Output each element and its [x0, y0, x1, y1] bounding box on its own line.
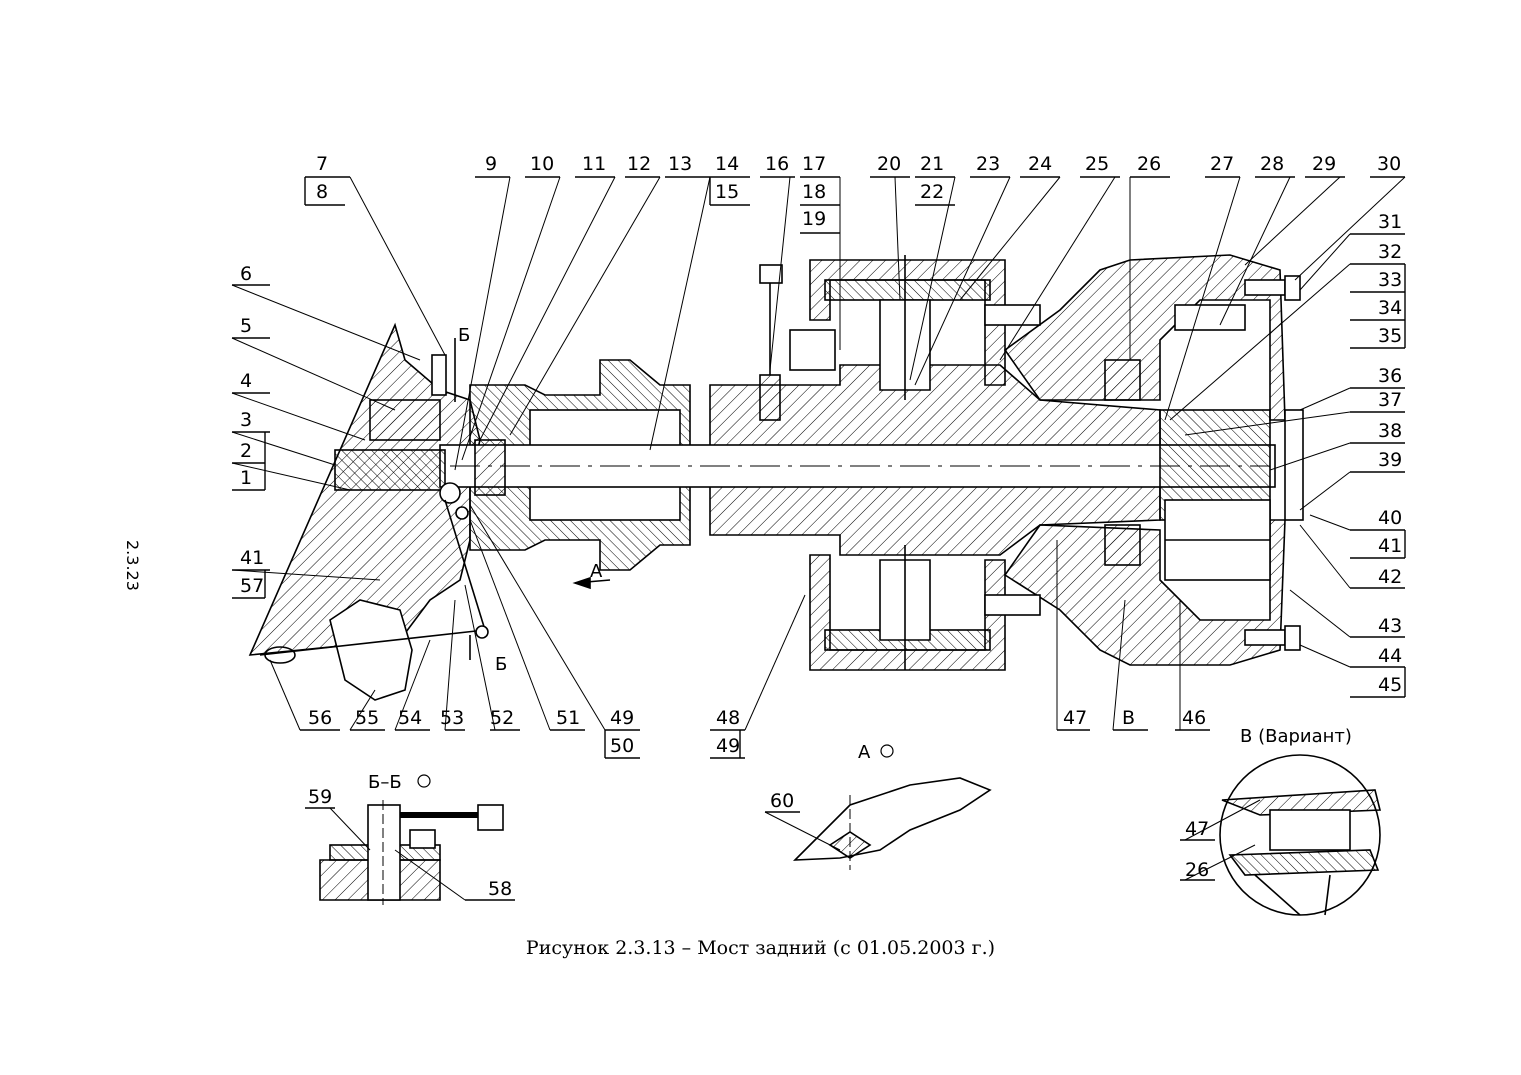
callout: 8 — [316, 181, 328, 203]
callout: 58 — [488, 878, 512, 900]
callout: 50 — [610, 735, 634, 757]
callout: 40 — [1378, 507, 1402, 529]
callout: 16 — [765, 153, 789, 175]
leader-lines — [231, 176, 1406, 901]
callout: 47 — [1063, 707, 1087, 729]
callout: 51 — [556, 707, 580, 729]
callout: 52 — [490, 707, 514, 729]
callout: 13 — [668, 153, 692, 175]
callout: 23 — [976, 153, 1000, 175]
callout: 57 — [240, 575, 264, 597]
callout: 34 — [1378, 297, 1402, 319]
figure-caption: Рисунок 2.3.13 – Мост задний (с 01.05.20… — [525, 937, 996, 959]
callout: 59 — [308, 786, 332, 808]
callout: 12 — [627, 153, 651, 175]
callout: 38 — [1378, 420, 1402, 442]
callout: 10 — [530, 153, 554, 175]
page-number: 2.3.23 — [123, 540, 142, 591]
cut-line-label-top: Б — [458, 325, 470, 346]
section-labels: Б–Б А В (Вариант) Б Б А — [368, 325, 1352, 793]
cut-line-label-bottom: Б — [495, 654, 507, 675]
brake-chamber — [329, 599, 413, 701]
callout: 15 — [715, 181, 739, 203]
rotation-icon — [880, 744, 894, 758]
detail-view-a — [792, 777, 992, 870]
callout: 11 — [582, 153, 606, 175]
callout: 54 — [398, 707, 422, 729]
callout: 3 — [240, 409, 252, 431]
callout: 18 — [802, 181, 826, 203]
callout: 49 — [716, 735, 740, 757]
callout: 5 — [240, 315, 252, 337]
callout: 14 — [715, 153, 739, 175]
callout: 55 — [355, 707, 379, 729]
view-a-label: А — [858, 742, 871, 763]
callout: 7 — [316, 153, 328, 175]
callout: 35 — [1378, 325, 1402, 347]
final-drive-housing — [1003, 254, 1286, 421]
callout-underlines — [232, 176, 1406, 901]
planetary-housing-bottom — [809, 554, 1006, 671]
callout: 30 — [1377, 153, 1401, 175]
callout: 28 — [1260, 153, 1284, 175]
callout: 19 — [802, 208, 826, 230]
callout: 43 — [1378, 615, 1402, 637]
section-bb-label: Б–Б — [368, 772, 402, 793]
callout: 21 — [920, 153, 944, 175]
callout: 48 — [716, 707, 740, 729]
callout: 26 — [1137, 153, 1161, 175]
callout: 9 — [485, 153, 497, 175]
callout-labels: 7 8 9 10 11 12 13 14 15 16 17 18 19 20 2… — [240, 153, 1402, 900]
callout: 56 — [308, 707, 332, 729]
callout: 53 — [440, 707, 464, 729]
callout: 4 — [240, 370, 252, 392]
callout: 1 — [240, 467, 252, 489]
detail-view-b — [1219, 754, 1382, 916]
callout: 49 — [610, 707, 634, 729]
callout: 29 — [1312, 153, 1336, 175]
callout: 17 — [802, 153, 826, 175]
callout: В — [1122, 707, 1135, 729]
callout: 46 — [1182, 707, 1206, 729]
callout: 45 — [1378, 674, 1402, 696]
callout: 47 — [1185, 818, 1209, 840]
callout: 25 — [1085, 153, 1109, 175]
callout: 27 — [1210, 153, 1234, 175]
callout: 22 — [920, 181, 944, 203]
callout: 20 — [877, 153, 901, 175]
callout: 39 — [1378, 449, 1402, 471]
callout: 2 — [240, 440, 252, 462]
view-b-label: В (Вариант) — [1240, 726, 1352, 747]
detail-section-bb — [319, 800, 504, 905]
callout: 32 — [1378, 241, 1402, 263]
view-arrow-label: А — [590, 561, 603, 582]
callout: 42 — [1378, 566, 1402, 588]
callout: 44 — [1378, 645, 1402, 667]
callout: 41 — [1378, 535, 1402, 557]
callout: 36 — [1378, 365, 1402, 387]
rotation-icon — [417, 774, 431, 788]
callout: 33 — [1378, 269, 1402, 291]
callout: 41 — [240, 547, 264, 569]
callout: 24 — [1028, 153, 1052, 175]
callout: 26 — [1185, 859, 1209, 881]
callout: 6 — [240, 263, 252, 285]
callout: 60 — [770, 790, 794, 812]
main-assembly — [248, 254, 1304, 701]
callout: 31 — [1378, 211, 1402, 233]
callout: 37 — [1378, 389, 1402, 411]
